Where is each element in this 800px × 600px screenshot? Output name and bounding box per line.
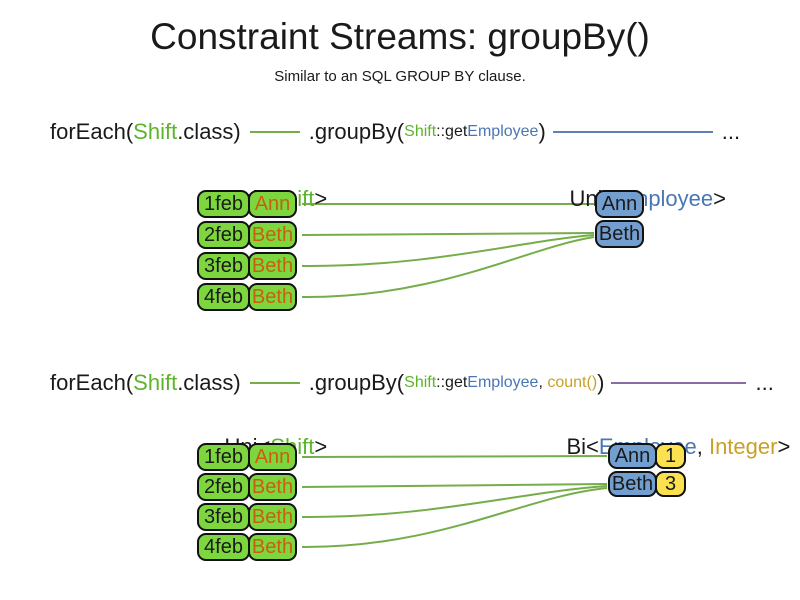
- wire2-1feb-ann: [301, 455, 608, 458]
- wire-3feb-beth: [301, 234, 595, 268]
- shift-table: 1feb Ann 2feb Beth 3feb Beth 4feb Beth: [197, 190, 297, 311]
- foreach-open: forEach(: [50, 370, 134, 395]
- shift-table: 1feb Ann 2feb Beth 3feb Beth 4feb Beth: [197, 443, 297, 561]
- ellipsis: ...: [755, 370, 774, 395]
- code-line-groupby-count: forEach(Shift.class) .groupBy(Shift::get…: [50, 367, 774, 399]
- groupby-arg-collector: count(): [547, 374, 598, 391]
- stream-segment-line: [249, 382, 300, 384]
- table-row: 2feb Beth: [197, 473, 297, 501]
- groupby-arg-type: Shift: [404, 123, 437, 140]
- count-box: 3: [655, 471, 686, 497]
- ellipsis: ...: [721, 119, 741, 144]
- employee-box: Ann: [595, 190, 644, 218]
- employee-count-result-list: Ann 1 Beth 3: [608, 443, 686, 497]
- stream-segment-line: [552, 131, 713, 133]
- code-line-groupby: forEach(Shift.class) .groupBy(Shift::get…: [50, 116, 740, 148]
- shift-employee-cell: Beth: [248, 473, 297, 501]
- page-subtitle: Similar to an SQL GROUP BY clause.: [274, 68, 526, 85]
- table-row: 2feb Beth: [197, 221, 297, 249]
- shift-employee-cell: Ann: [248, 190, 297, 218]
- shift-date-cell: 1feb: [197, 190, 250, 218]
- employee-box: Ann: [608, 443, 657, 469]
- shift-date-cell: 1feb: [197, 443, 250, 471]
- table-row: 1feb Ann: [197, 443, 297, 471]
- shift-employee-cell: Beth: [248, 252, 297, 280]
- shift-employee-cell: Beth: [248, 533, 297, 561]
- shift-date-cell: 2feb: [197, 473, 250, 501]
- table-row: 3feb Beth: [197, 503, 297, 531]
- foreach-open: forEach(: [50, 119, 134, 144]
- groupby-open: .groupBy(: [308, 370, 405, 395]
- count-box: 1: [655, 443, 686, 469]
- result-row: Ann 1: [608, 443, 686, 469]
- shift-date-cell: 4feb: [197, 533, 250, 561]
- shift-employee-cell: Beth: [248, 283, 297, 311]
- groupby-close: ): [538, 119, 546, 144]
- groupby-arg-accessor: ::get: [436, 374, 468, 391]
- table-row: 4feb Beth: [197, 533, 297, 561]
- table-row: 4feb Beth: [197, 283, 297, 311]
- employee-box: Beth: [595, 220, 644, 248]
- groupby-arg-type: Shift: [404, 374, 437, 391]
- shift-employee-cell: Beth: [248, 221, 297, 249]
- wire2-2feb-beth: [301, 483, 608, 488]
- foreach-type: Shift: [133, 370, 178, 395]
- groupby-open: .groupBy(: [308, 119, 405, 144]
- shift-employee-cell: Ann: [248, 443, 297, 471]
- shift-employee-cell: Beth: [248, 503, 297, 531]
- wire2-3feb-beth: [301, 485, 608, 519]
- wire-2feb-beth: [301, 232, 595, 236]
- groupby-arg-result: Employee: [467, 123, 539, 140]
- result-row: Beth 3: [608, 471, 686, 497]
- foreach-close: .class): [177, 370, 241, 395]
- stream-segment-line: [611, 382, 747, 384]
- groupby-arg-result: Employee: [467, 374, 539, 391]
- shift-date-cell: 3feb: [197, 252, 250, 280]
- shift-date-cell: 2feb: [197, 221, 250, 249]
- shift-date-cell: 4feb: [197, 283, 250, 311]
- table-row: 3feb Beth: [197, 252, 297, 280]
- stream-segment-line: [249, 131, 300, 133]
- employee-box: Beth: [608, 471, 657, 497]
- groupby-arg-separator: ,: [538, 374, 548, 391]
- foreach-close: .class): [177, 119, 241, 144]
- groupby-arg-accessor: ::get: [436, 123, 468, 140]
- foreach-type: Shift: [133, 119, 178, 144]
- employee-result-list: Ann Beth: [595, 190, 644, 248]
- page-title: Constraint Streams: groupBy(): [150, 16, 650, 57]
- wire-4feb-beth: [301, 236, 595, 299]
- groupby-close: ): [597, 370, 605, 395]
- shift-date-cell: 3feb: [197, 503, 250, 531]
- table-row: 1feb Ann: [197, 190, 297, 218]
- wire2-4feb-beth: [301, 487, 608, 549]
